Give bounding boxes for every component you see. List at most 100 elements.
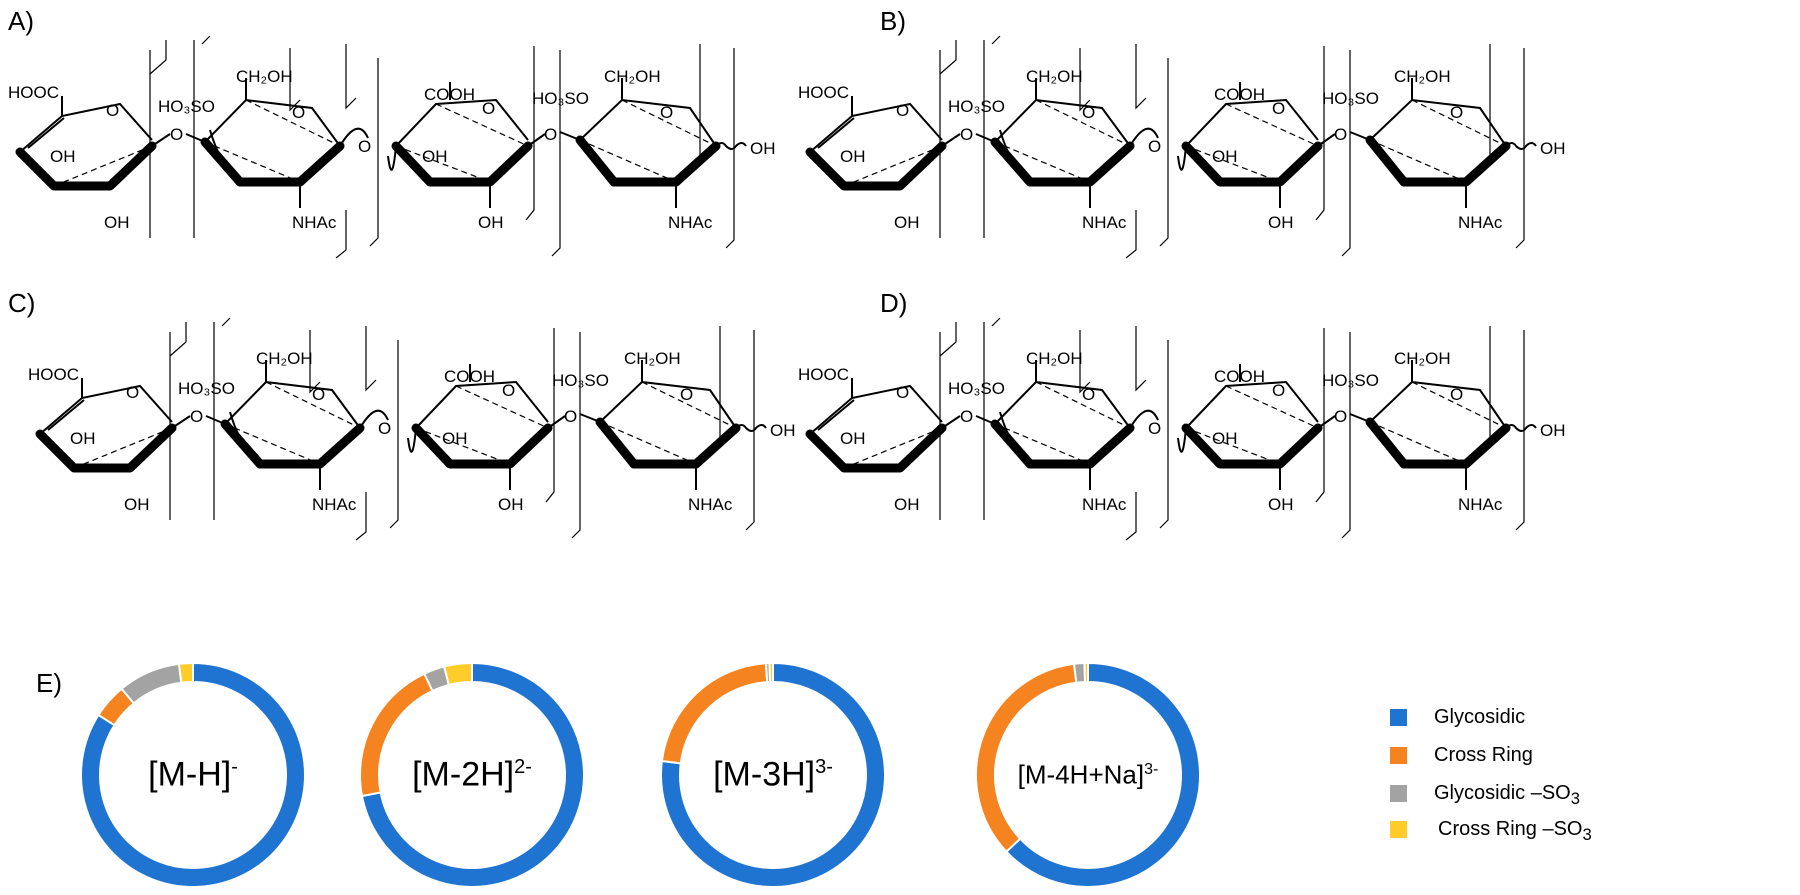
legend-item-glycosidic: Glycosidic	[1390, 706, 1650, 730]
svg-text:OH: OH	[422, 147, 448, 166]
svg-text:NHAc: NHAc	[1082, 495, 1127, 514]
structure-a: HOOC O OH OH O HO₃SO CH₂OH O NHAc O COOH…	[8, 36, 776, 258]
panel-label-c: C)	[8, 288, 36, 318]
svg-text:O: O	[126, 383, 139, 402]
svg-text:HOOC: HOOC	[8, 83, 59, 102]
structure-c: HOOC O OH OH O HO₃SO CH₂OH O NHAc O COOH…	[28, 318, 796, 540]
svg-text:O: O	[544, 125, 557, 144]
donut-2-slice-glycosidic	[360, 661, 585, 888]
svg-text:NHAc: NHAc	[1458, 495, 1503, 514]
panel-label-e: E)	[36, 668, 62, 698]
svg-text:HO₃SO: HO₃SO	[948, 379, 1005, 398]
panel-label-b: B)	[880, 6, 906, 36]
svg-text:O: O	[1334, 407, 1347, 426]
svg-text:O: O	[1450, 103, 1463, 122]
svg-text:CH₂OH: CH₂OH	[604, 67, 661, 86]
svg-text:O: O	[896, 383, 909, 402]
donut-3-slice-cross-ring	[660, 662, 769, 765]
svg-text:HO₃SO: HO₃SO	[158, 97, 215, 116]
panel-label-a: A)	[8, 6, 34, 36]
svg-text:HO₃SO: HO₃SO	[1322, 371, 1379, 390]
svg-text:NHAc: NHAc	[1458, 213, 1503, 232]
svg-text:OH: OH	[1540, 421, 1566, 440]
svg-text:O: O	[564, 407, 577, 426]
panel-label-d: D)	[880, 288, 908, 318]
legend-item-cross-ring-so3: Cross Ring –SO3	[1390, 818, 1650, 844]
svg-text:O: O	[960, 407, 973, 426]
svg-text:O: O	[1148, 137, 1161, 156]
svg-text:OH: OH	[1212, 429, 1238, 448]
svg-text:O: O	[1272, 381, 1285, 400]
structure-d: HOOC O OH OH O HO₃SO CH₂OH O NHAc O COOH…	[798, 318, 1566, 540]
donut-2-slice-cross-ring-so3	[442, 661, 473, 687]
donut-4-slice-cross-ring	[975, 662, 1078, 854]
donut-4-slice-glycosidic	[1004, 661, 1201, 888]
svg-text:OH: OH	[1268, 495, 1294, 514]
svg-text:O: O	[482, 99, 495, 118]
svg-text:O: O	[1148, 419, 1161, 438]
svg-text:O: O	[1450, 385, 1463, 404]
svg-text:COOH: COOH	[1214, 85, 1265, 104]
legend-swatch-cross-ring	[1390, 747, 1407, 764]
svg-text:OH: OH	[50, 147, 76, 166]
legend-label-glycosidic-so3: Glycosidic –SO	[1434, 782, 1571, 804]
donut-1-slice-glycosidic-so3	[120, 662, 183, 705]
svg-text:O: O	[358, 137, 371, 156]
svg-text:OH: OH	[750, 139, 776, 158]
svg-text:CH₂OH: CH₂OH	[1394, 349, 1451, 368]
svg-text:OH: OH	[840, 429, 866, 448]
svg-text:O: O	[1082, 385, 1095, 404]
legend-label-glycosidic: Glycosidic	[1434, 706, 1526, 728]
svg-text:O: O	[190, 407, 203, 426]
donut-4-slice-cross-ring-so3	[1083, 661, 1089, 684]
svg-text:CH₂OH: CH₂OH	[624, 349, 681, 368]
svg-text:HO₃SO: HO₃SO	[948, 97, 1005, 116]
svg-text:HO₃SO: HO₃SO	[1322, 89, 1379, 108]
svg-text:COOH: COOH	[1214, 367, 1265, 386]
svg-text:CH₂OH: CH₂OH	[1394, 67, 1451, 86]
svg-text:O: O	[312, 385, 325, 404]
donut-label-m-3h: [M-3H]3-	[713, 755, 833, 794]
svg-text:O: O	[960, 125, 973, 144]
svg-text:NHAc: NHAc	[688, 495, 733, 514]
svg-text:HOOC: HOOC	[28, 365, 79, 384]
donut-1-slice-glycosidic	[80, 661, 306, 888]
donut-3-slice-glycosidic	[660, 661, 886, 888]
svg-text:OH: OH	[770, 421, 796, 440]
donut-label-m-h: [M-H]-	[148, 755, 238, 794]
svg-text:OH: OH	[1540, 139, 1566, 158]
legend-label-cross-ring-so3: Cross Ring –SO	[1438, 818, 1583, 840]
svg-text:OH: OH	[1268, 213, 1294, 232]
svg-text:HOOC: HOOC	[798, 83, 849, 102]
svg-text:OH: OH	[840, 147, 866, 166]
svg-text:HO₃SO: HO₃SO	[178, 379, 235, 398]
legend-swatch-cross-ring-so3	[1390, 821, 1407, 838]
svg-text:CH₂OH: CH₂OH	[1026, 349, 1083, 368]
donut-4-slice-glycosidic-so3	[1072, 662, 1087, 684]
donut-label-m-2h: [M-2H]2-	[412, 755, 532, 794]
svg-text:OH: OH	[498, 495, 524, 514]
svg-text:O: O	[660, 103, 673, 122]
legend-swatch-glycosidic	[1390, 709, 1407, 726]
svg-text:OH: OH	[442, 429, 468, 448]
svg-text:COOH: COOH	[444, 367, 495, 386]
legend-item-cross-ring: Cross Ring	[1390, 744, 1650, 768]
donut-1-slice-cross-ring-so3	[177, 661, 194, 684]
svg-text:CH₂OH: CH₂OH	[256, 349, 313, 368]
svg-text:O: O	[292, 103, 305, 122]
svg-text:NHAc: NHAc	[668, 213, 713, 232]
svg-text:O: O	[1082, 103, 1095, 122]
legend-item-glycosidic-so3: Glycosidic –SO3	[1390, 782, 1650, 808]
svg-text:HO₃SO: HO₃SO	[552, 371, 609, 390]
structure-b: HOOC O OH OH O HO₃SO CH₂OH O NHAc O COOH…	[798, 36, 1566, 258]
svg-text:O: O	[896, 101, 909, 120]
svg-text:O: O	[1334, 125, 1347, 144]
svg-text:O: O	[106, 101, 119, 120]
structure-drawings: HOOC O OH OH O HO₃SO CH₂OH O NHAc O COOH…	[8, 0, 1566, 600]
svg-text:OH: OH	[124, 495, 150, 514]
svg-text:OH: OH	[478, 213, 504, 232]
donut-label-m-4h-na: [M-4H+Na]3-	[1017, 759, 1159, 790]
svg-text:NHAc: NHAc	[1082, 213, 1127, 232]
svg-text:COOH: COOH	[424, 85, 475, 104]
